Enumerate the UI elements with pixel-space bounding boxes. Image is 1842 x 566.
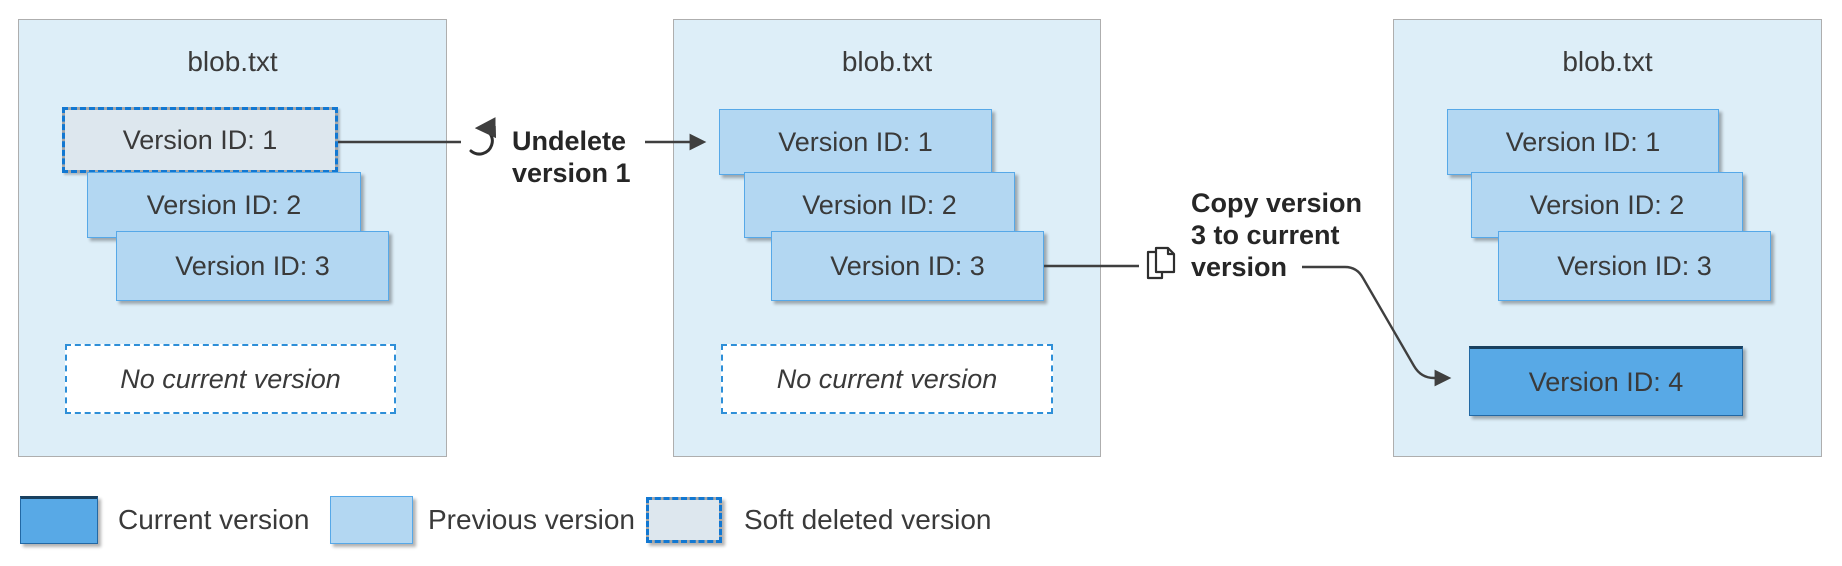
version-box: Version ID: 1 (719, 109, 992, 175)
blob-panel-1: blob.txt Version ID: 1 Version ID: 2 Ver… (18, 19, 447, 457)
undelete-action-label: Undelete version 1 (512, 126, 631, 188)
legend-label-soft-deleted: Soft deleted version (744, 504, 992, 535)
copy-action-label: Copy version 3 to current version (1191, 188, 1363, 282)
legend-label-previous: Previous version (428, 504, 635, 535)
legend-swatch-previous (330, 496, 413, 544)
blob-title: blob.txt (841, 46, 933, 77)
blob-title: blob.txt (187, 46, 278, 77)
version-box: Version ID: 1 (1447, 109, 1719, 175)
version-box-current: Version ID: 4 (1469, 346, 1743, 416)
no-current-version-box: No current version (65, 344, 396, 414)
version-box: Version ID: 3 (1498, 231, 1771, 301)
version-box: Version ID: 3 (116, 231, 389, 301)
blob-title: blob.txt (1562, 46, 1653, 77)
version-box: Version ID: 2 (1471, 172, 1743, 238)
version-box: Version ID: 3 (771, 231, 1044, 301)
version-box: Version ID: 2 (744, 172, 1015, 238)
legend-swatch-current (20, 496, 98, 544)
copy-icon (1146, 246, 1176, 280)
blob-panel-2: blob.txt Version ID: 1 Version ID: 2 Ver… (673, 19, 1101, 457)
legend-swatch-soft-deleted (646, 497, 722, 543)
undo-icon (469, 117, 497, 156)
no-current-version-box: No current version (721, 344, 1053, 414)
version-box-soft-deleted: Version ID: 1 (62, 107, 338, 173)
version-box: Version ID: 2 (87, 172, 361, 238)
blob-panel-3: blob.txt Version ID: 1 Version ID: 2 Ver… (1393, 19, 1822, 457)
legend-label-current: Current version (118, 504, 310, 535)
